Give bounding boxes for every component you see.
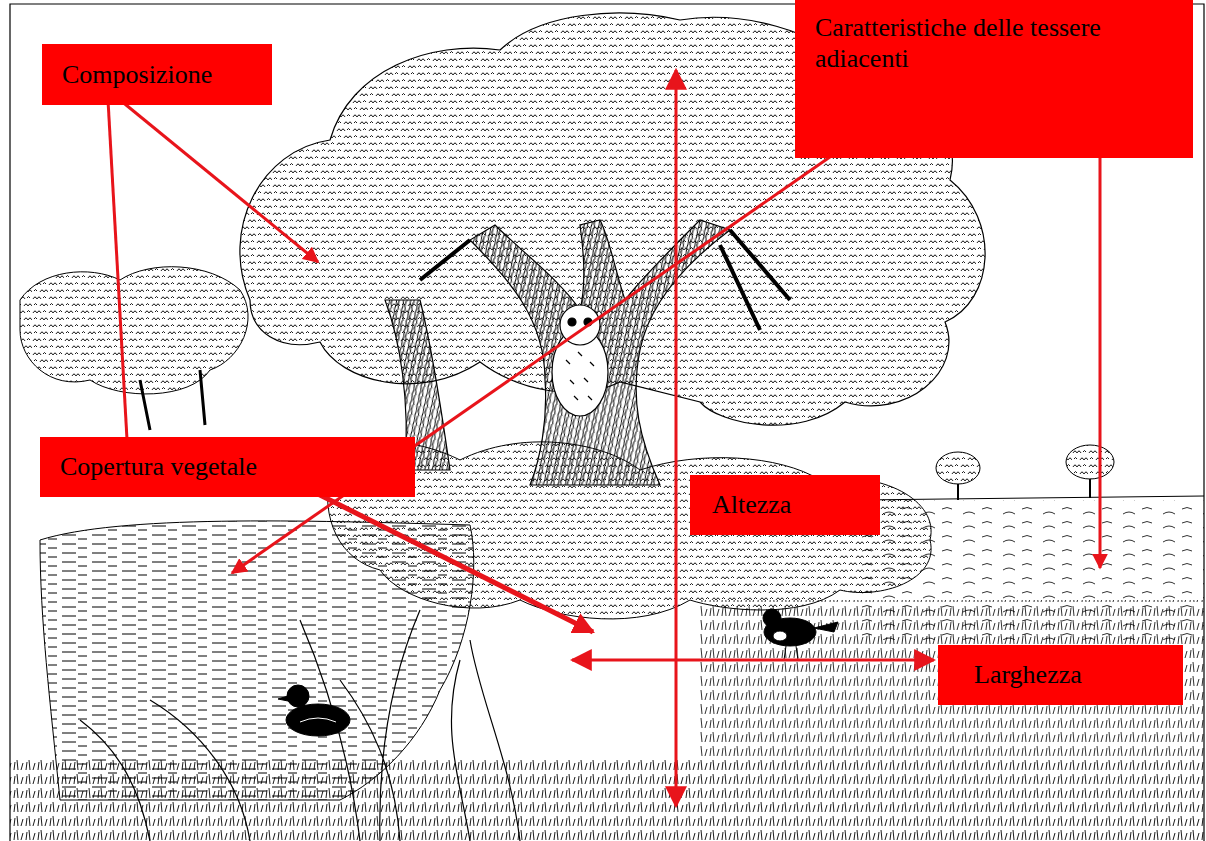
label-text: Altezza	[712, 489, 791, 520]
label-text: Caratteristiche delle tessere adiacenti	[815, 12, 1183, 74]
label-box: Composizione	[42, 44, 272, 105]
label-box: Caratteristiche delle tessere adiacenti	[795, 0, 1193, 158]
label-text: Composizione	[62, 59, 212, 90]
label-box: Altezza	[690, 475, 880, 535]
label-box: Copertura vegetale	[40, 437, 415, 497]
label-box: Larghezza	[938, 645, 1183, 705]
label-text: Copertura vegetale	[60, 451, 257, 482]
label-text: Larghezza	[974, 659, 1082, 690]
